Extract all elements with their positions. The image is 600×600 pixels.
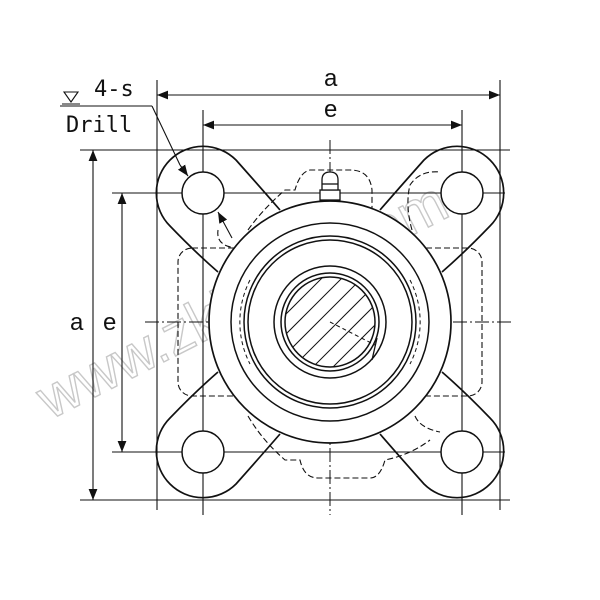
dim-e-horizontal: e [324, 96, 337, 123]
flange-lobe [155, 371, 281, 499]
dim-a-vertical: a [70, 309, 84, 336]
housing-flange [155, 145, 505, 499]
flange-lobe [155, 145, 281, 273]
bolt-hole [181, 430, 225, 474]
dimension-lines [88, 90, 500, 500]
seal-hidden [239, 279, 421, 365]
hole-note-label: Drill [66, 113, 132, 138]
bolt-holes [181, 171, 484, 474]
housing-bore [230, 222, 430, 422]
dim-e-vertical: e [103, 309, 116, 336]
set-screw [371, 337, 378, 361]
set-screw-line [329, 321, 376, 346]
inner-ring [273, 265, 387, 379]
hole-leader [60, 91, 233, 239]
bolt-hole [440, 171, 484, 215]
bearing-outer-ring-inner [247, 239, 413, 405]
flange-lobe [379, 371, 505, 499]
shaft [284, 276, 376, 368]
hole-count-label: 4-s [94, 77, 134, 102]
surface-symbol-icon [62, 91, 80, 103]
flange-lobe [379, 145, 505, 273]
inner-ring-bore [280, 272, 380, 372]
grease-nipple-icon [319, 171, 341, 201]
bolt-hole [440, 430, 484, 474]
dim-a-horizontal: a [324, 65, 338, 92]
bolt-hole [181, 171, 225, 215]
bearing-outer-ring [243, 235, 417, 409]
